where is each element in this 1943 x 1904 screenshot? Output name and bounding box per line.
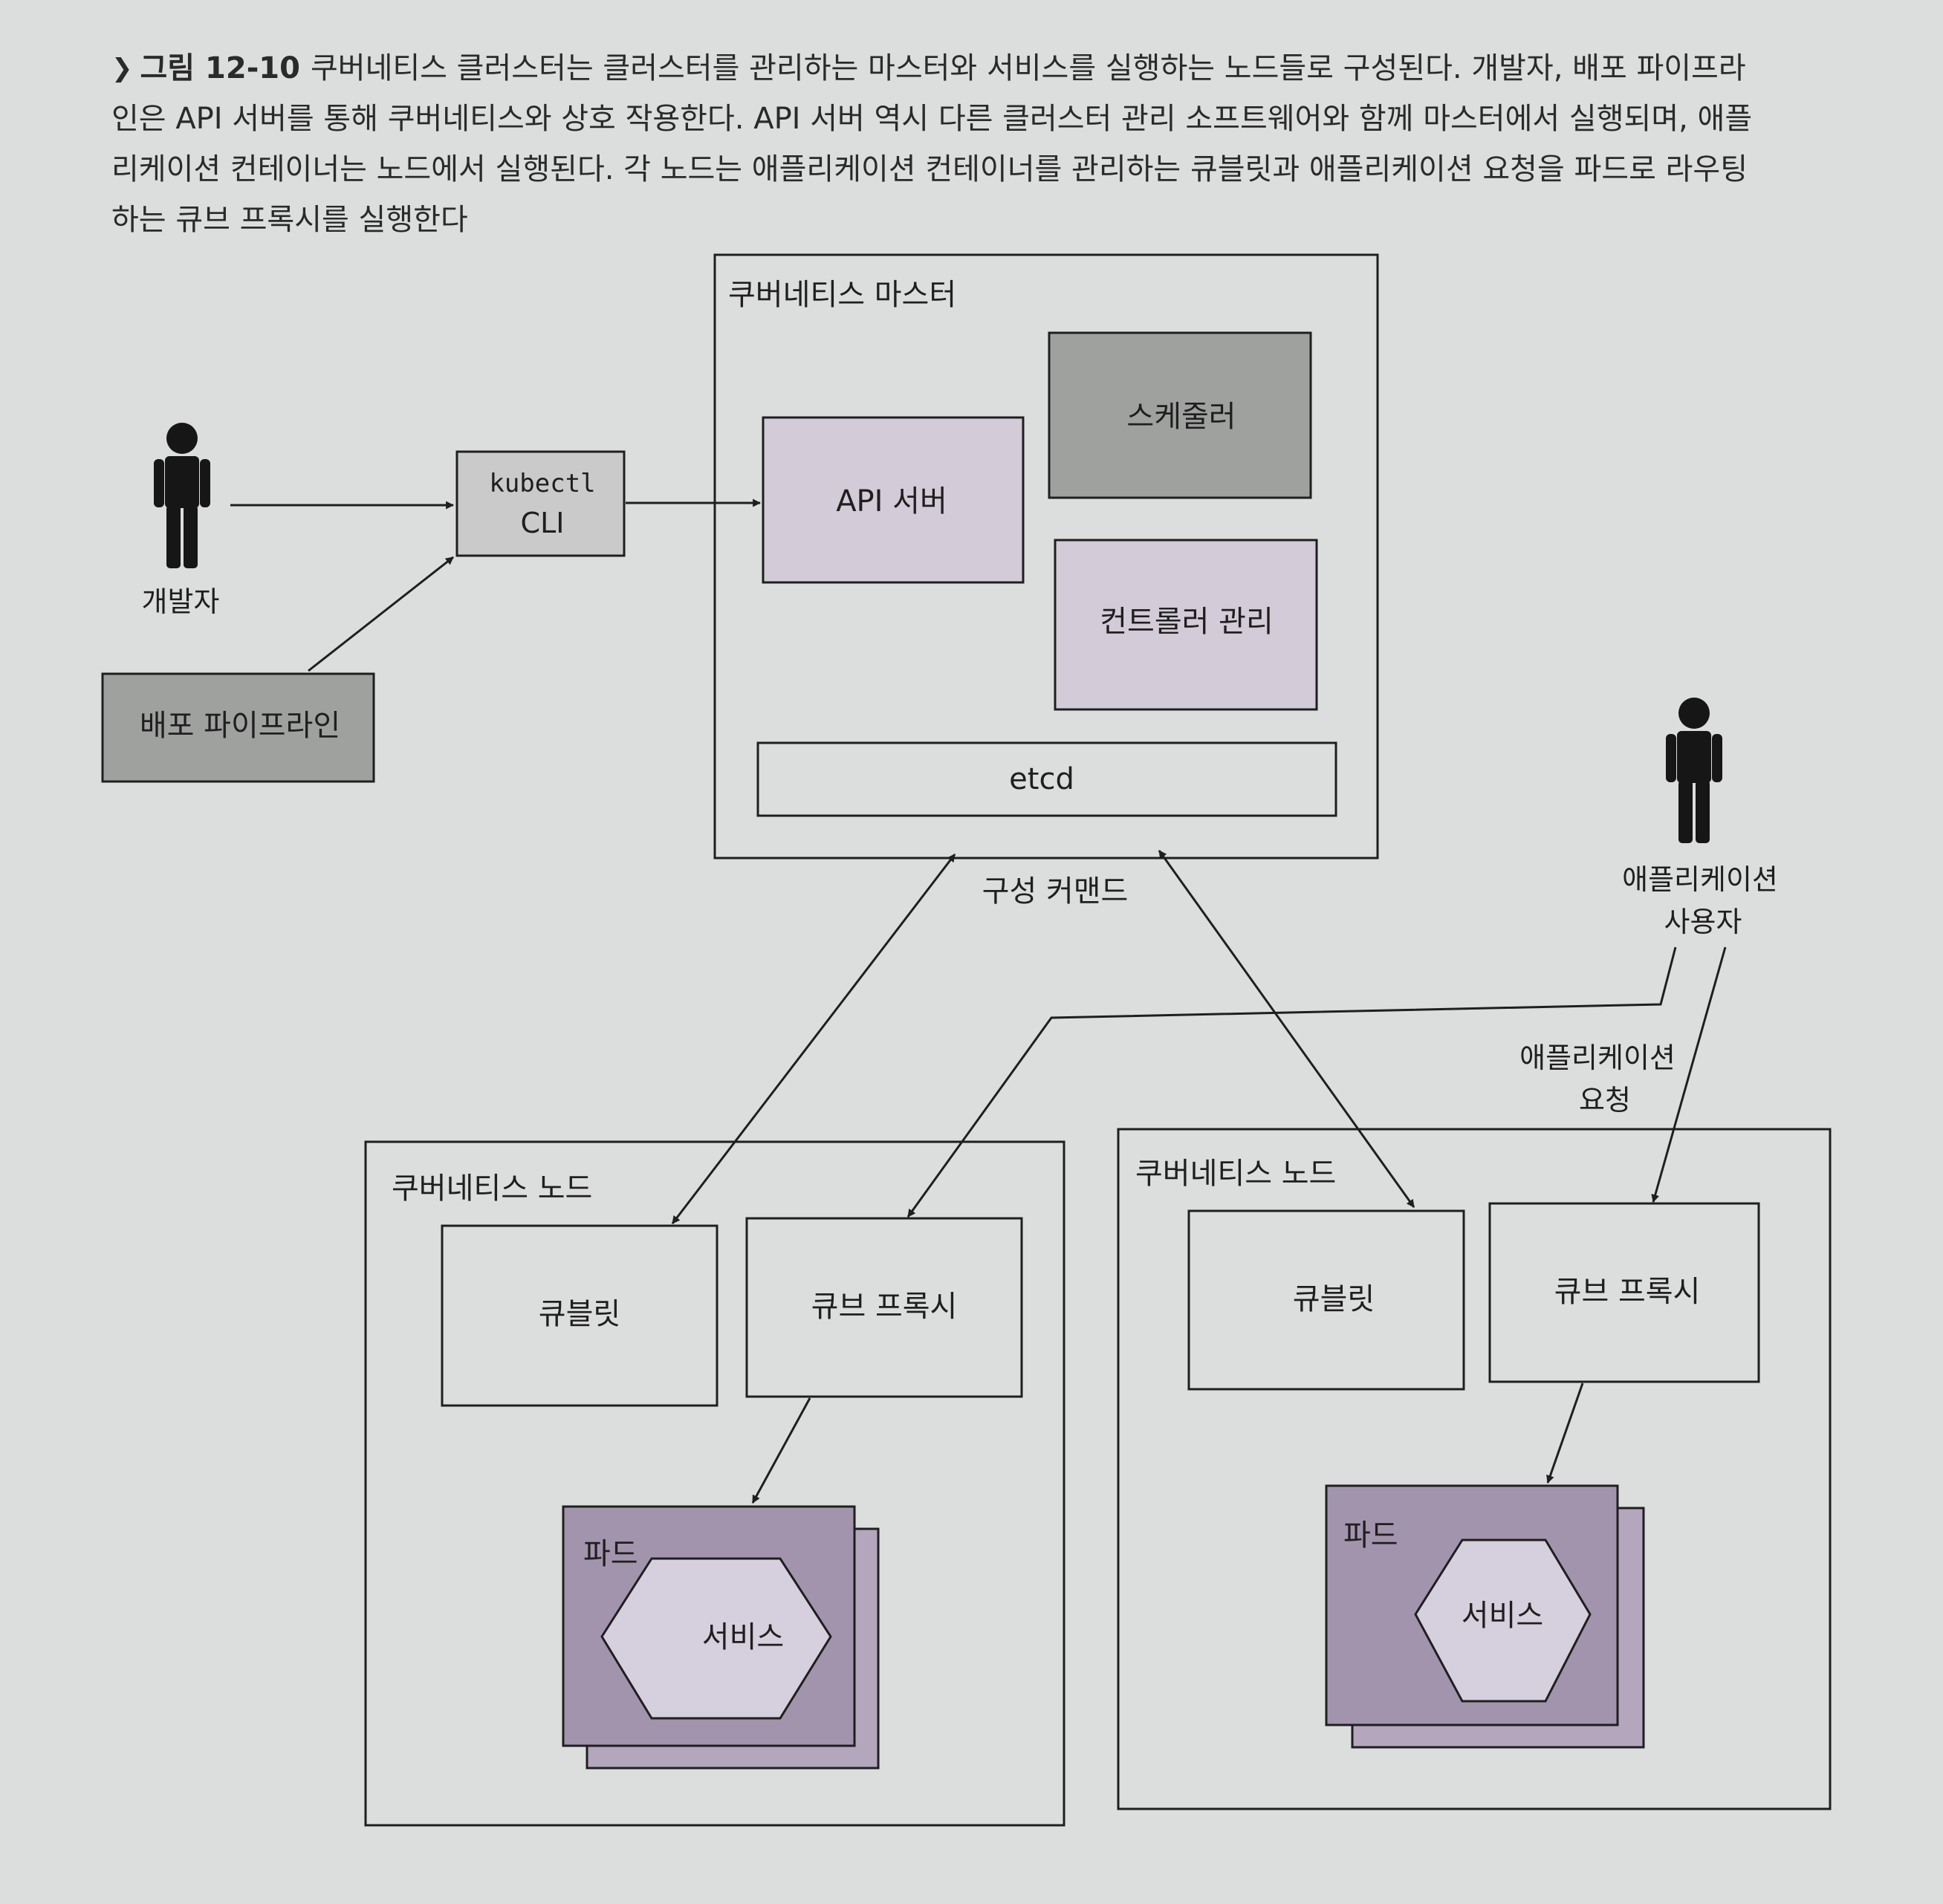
kubernetes-master-title: 쿠버네티스 마스터 <box>728 278 956 312</box>
controller-manager-box <box>1054 539 1318 711</box>
controller-manager-label: 컨트롤러 관리 <box>1100 605 1274 639</box>
caption-text: 쿠버네티스 클러스터는 클러스터를 관리하는 마스터와 서비스를 실행하는 노드… <box>111 51 1753 237</box>
connector-arrows <box>230 498 1727 1504</box>
kubelet-2-box <box>1187 1209 1465 1391</box>
kubernetes-master-box <box>713 253 1379 860</box>
service-2-hexagon <box>1414 1539 1592 1703</box>
kubernetes-node-1-title: 쿠버네티스 노드 <box>392 1172 592 1206</box>
pod-1-label: 파드 <box>583 1537 638 1571</box>
kubelet-2-label: 큐블릿 <box>1293 1282 1375 1316</box>
api-server-label: API 서버 <box>836 484 947 519</box>
arrow-master-kubelet-2 <box>1158 850 1415 1208</box>
kubernetes-node-2-box <box>1117 1128 1832 1810</box>
arrow-kube-proxy-1-to-pod <box>751 1397 811 1504</box>
arrow-pipeline-to-cli <box>308 556 454 672</box>
scheduler-box <box>1048 331 1312 499</box>
deployment-pipeline-label: 배포 파이프라인 <box>140 709 340 743</box>
scheduler-label: 스케줄러 <box>1126 400 1236 434</box>
app-request-label-line1: 애플리케이션 <box>1519 1042 1676 1074</box>
service-1-hexagon <box>600 1557 832 1720</box>
cli-label: CLI <box>521 507 565 539</box>
figure-label: 그림 12-10 <box>140 51 300 85</box>
pod-2-label: 파드 <box>1343 1518 1398 1553</box>
kubelet-1-label: 큐블릿 <box>539 1297 620 1331</box>
arrow-master-kubelet-1 <box>671 854 956 1224</box>
arrow-kube-proxy-2-to-pod <box>1546 1382 1584 1484</box>
app-user-label-line1: 애플리케이션 <box>1622 863 1778 896</box>
etcd-box <box>756 741 1337 817</box>
kube-proxy-2-label: 큐브 프록시 <box>1554 1275 1701 1309</box>
kubelet-1-box <box>441 1224 719 1407</box>
app-request-label-line2: 요청 <box>1579 1084 1631 1117</box>
kube-proxy-2-box <box>1488 1202 1760 1383</box>
kubernetes-node-2-title: 쿠버네티스 노드 <box>1135 1157 1336 1191</box>
service-2-label: 서비스 <box>1462 1599 1543 1633</box>
chevron-down-icon: ❯ <box>111 53 133 83</box>
arrow-user-request-to-kube-proxy-2 <box>1651 946 1727 1203</box>
kubectl-cli-box <box>455 450 626 557</box>
config-commands-label: 구성 커맨드 <box>982 874 1129 909</box>
api-server-box <box>762 416 1025 584</box>
developer-label: 개발자 <box>142 585 220 618</box>
developer-person-icon <box>154 423 210 568</box>
deployment-pipeline-box <box>101 672 375 783</box>
kubectl-label: kubectl <box>489 469 595 498</box>
app-user-person-icon <box>1666 698 1722 843</box>
arrow-user-request-to-kube-proxy-1 <box>906 946 1677 1218</box>
etcd-label: etcd <box>1009 762 1074 796</box>
service-1-label: 서비스 <box>702 1620 784 1654</box>
kube-proxy-1-label: 큐브 프록시 <box>811 1290 958 1324</box>
app-user-label-line2: 사용자 <box>1664 906 1742 938</box>
